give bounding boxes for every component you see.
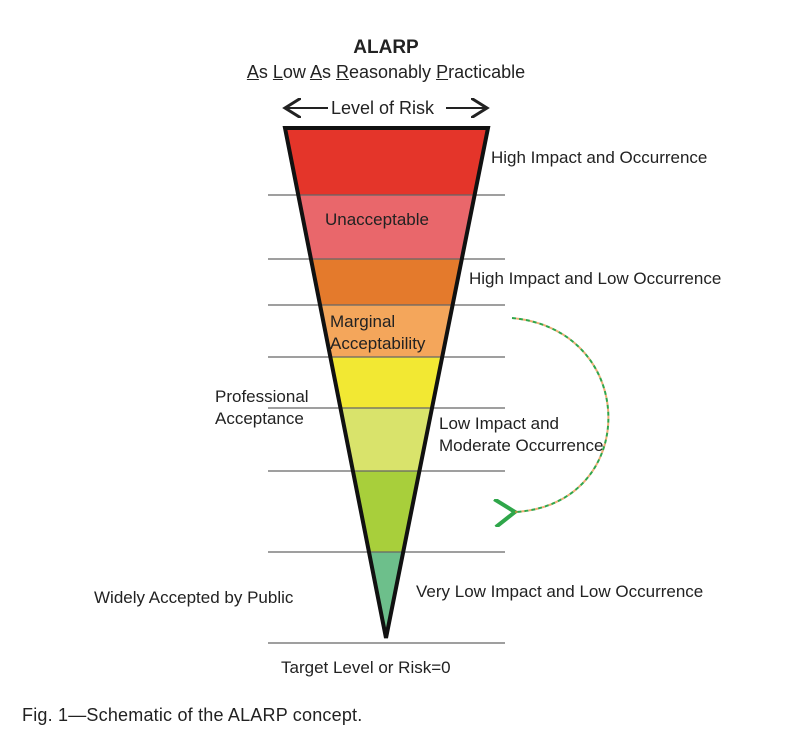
- triangle-outline: [282, 126, 491, 639]
- subtitle-initial: R: [335, 62, 349, 82]
- subtitle-initial: P: [436, 62, 449, 82]
- label-very-low: Very Low Impact and Low Occurrence: [416, 582, 704, 601]
- band-marginal-acceptability: [320, 305, 453, 357]
- subtitle-initial: A: [309, 62, 322, 82]
- label-high-impact-occurrence: High Impact and Occurrence: [491, 148, 708, 167]
- label-acceptance: Acceptance: [215, 409, 304, 428]
- subtitle-initial: A: [246, 62, 259, 82]
- band-very-low: [368, 552, 404, 638]
- band-green: [352, 471, 420, 552]
- label-high-impact-low-occurrence: High Impact and Low Occurrence: [469, 269, 722, 288]
- label-marginal: Marginal: [330, 312, 396, 331]
- diagram-title: ALARP: [353, 37, 419, 58]
- band-yellow: [330, 357, 443, 408]
- band-high-impact-occurrence: [285, 128, 488, 195]
- figure-caption: Fig. 1—Schematic of the ALARP concept.: [22, 705, 363, 725]
- label-professional: Professional: [215, 387, 309, 406]
- axis-label: Level of Risk: [331, 98, 435, 118]
- band-high-impact-low-occurrence: [310, 259, 462, 305]
- label-unacceptable: Unacceptable: [325, 210, 429, 229]
- label-widely-accepted: Widely Accepted by Public: [94, 588, 294, 607]
- label-low-impact: Low Impact and: [439, 414, 560, 433]
- label-target: Target Level or Risk=0: [281, 658, 451, 677]
- diagram-subtitle: As Low As Reasonably Practicable: [246, 62, 526, 82]
- subtitle-initial: L: [272, 62, 283, 82]
- curved-arrow-icon: [512, 317, 610, 512]
- band-unacceptable: [298, 195, 475, 259]
- label-moderate-occurrence: Moderate Occurrence: [439, 436, 604, 455]
- band-low-impact-moderate: [340, 408, 432, 471]
- label-acceptability: Acceptability: [330, 334, 426, 353]
